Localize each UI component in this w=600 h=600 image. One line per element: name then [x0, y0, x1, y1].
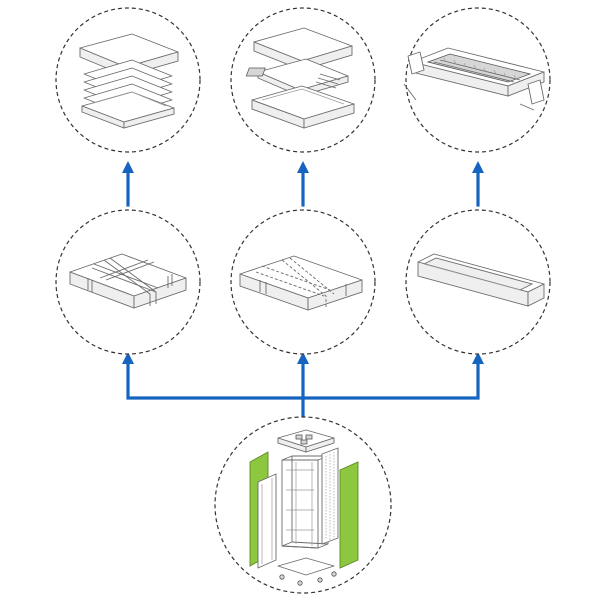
arrowhead-up-left-top	[122, 161, 134, 173]
cabinet-base	[277, 557, 335, 576]
arrowhead-up-right-middle	[472, 352, 484, 364]
exploded-server-cabinet-icon	[249, 429, 359, 586]
front-door	[257, 473, 277, 569]
stacked-foam-sheets-icon	[79, 33, 179, 129]
rail-in-foam-channel-icon	[403, 47, 545, 111]
node-box-strapped	[55, 209, 201, 355]
component-in-foam-tray-icon	[245, 27, 355, 129]
cabinet-frame	[281, 455, 329, 549]
branch-connector-line	[126, 360, 480, 420]
node-packing-tray	[230, 7, 376, 153]
open-long-tray-icon	[417, 253, 545, 307]
node-box-open-tray	[405, 209, 551, 355]
arrowhead-up-right-top	[472, 161, 484, 173]
right-side-panel	[339, 461, 359, 569]
arrowhead-up-center-middle	[297, 352, 309, 364]
node-packing-layers	[55, 7, 201, 153]
connector-arrows	[122, 161, 484, 420]
flat-box-with-tape-lines-icon	[239, 255, 363, 311]
strapped-flat-box-icon	[69, 253, 187, 309]
node-cabinet-exploded	[214, 416, 392, 594]
arrowhead-up-left-middle	[122, 352, 134, 364]
node-box-dashed	[230, 209, 376, 355]
node-packing-rail	[403, 7, 551, 153]
arrowhead-up-center-top	[297, 161, 309, 173]
